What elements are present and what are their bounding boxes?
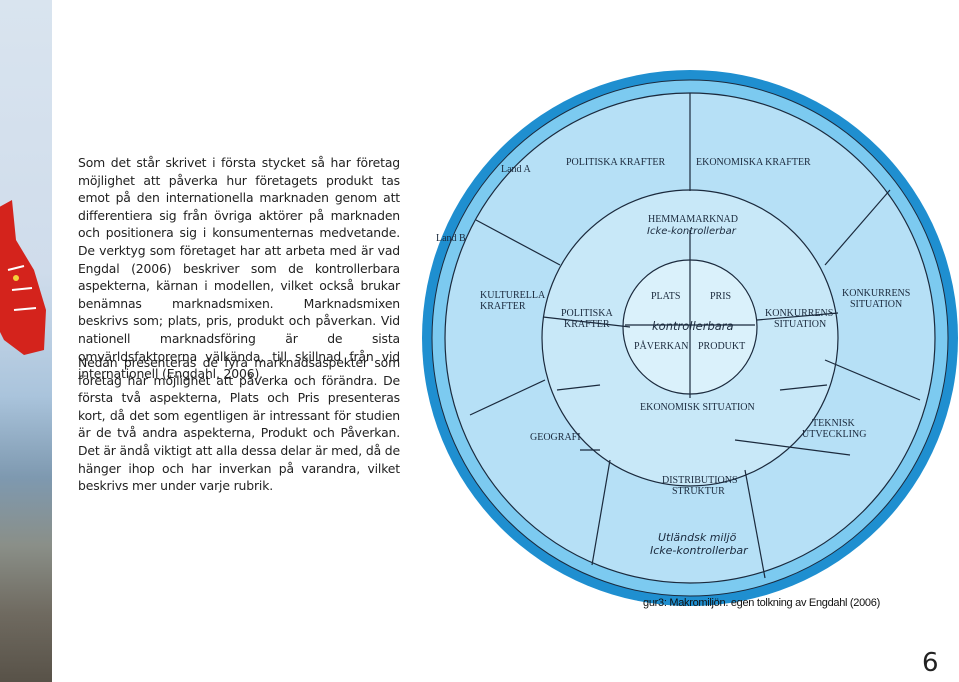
land-b-label: Land B xyxy=(436,233,466,244)
hemmamarknad-subtitle: Icke-kontrollerbar xyxy=(647,226,737,237)
home-konkurrens-label-2: SITUATION xyxy=(774,319,826,330)
paragraph-intro: Som det står skrivet i första stycket så… xyxy=(78,155,400,382)
konkurrens-situation-label-1: KONKURRENS xyxy=(842,288,910,299)
home-konkurrens-label-1: KONKURRENS- xyxy=(765,308,837,319)
geografi-label: GEOGRAFI xyxy=(530,432,581,443)
figure-caption: gur3: Makromiljön. egen tolkning av Engd… xyxy=(643,597,880,609)
produkt-label: PRODUKT xyxy=(698,341,745,352)
paverkan-label: PÅVERKAN xyxy=(634,340,688,352)
kulturella-krafter-label-2: KRAFTER xyxy=(480,301,526,312)
kulturella-krafter-label-1: KULTURELLA xyxy=(480,290,546,301)
macro-environment-diagram: Land A Land B POLITISKA KRAFTER EKONOMIS… xyxy=(422,70,958,606)
utlandsk-miljo-label: Utländsk miljö xyxy=(658,531,737,544)
side-photo xyxy=(0,0,52,682)
konkurrens-situation-label-2: SITUATION xyxy=(850,299,902,310)
home-dividers xyxy=(542,230,839,398)
teknisk-utveckling-label-2: UTVECKLING xyxy=(802,429,866,440)
utlandsk-miljo-subtitle: Icke-kontrollerbar xyxy=(650,544,749,557)
plats-label: PLATS xyxy=(651,291,680,302)
teknisk-utveckling-label-1: TEKNISK xyxy=(812,418,856,429)
ekonomiska-krafter-label: EKONOMISKA KRAFTER xyxy=(696,157,811,168)
home-politiska-label-1: POLITISKA xyxy=(561,308,613,319)
hemmamarknad-label: HEMMAMARKNAD xyxy=(648,214,738,225)
band-dividers xyxy=(469,93,921,579)
kontrollerbara-label: kontrollerbara xyxy=(652,319,734,333)
dala-horse-image xyxy=(0,200,46,355)
distributions-struktur-label-2: STRUKTUR xyxy=(672,486,725,497)
home-politiska-label-2: KRAFTER xyxy=(564,319,610,330)
politiska-krafter-label: POLITISKA KRAFTER xyxy=(566,157,666,168)
pris-label: PRIS xyxy=(710,291,731,302)
paragraph-aspects: Nedan presenteras de fyra marknadsaspekt… xyxy=(78,355,400,494)
land-a-label: Land A xyxy=(501,164,531,175)
page-number: 6 xyxy=(922,648,939,678)
ekonomisk-situation-label: EKONOMISK SITUATION xyxy=(640,402,755,413)
distributions-struktur-label-1: DISTRIBUTIONS xyxy=(662,475,738,486)
